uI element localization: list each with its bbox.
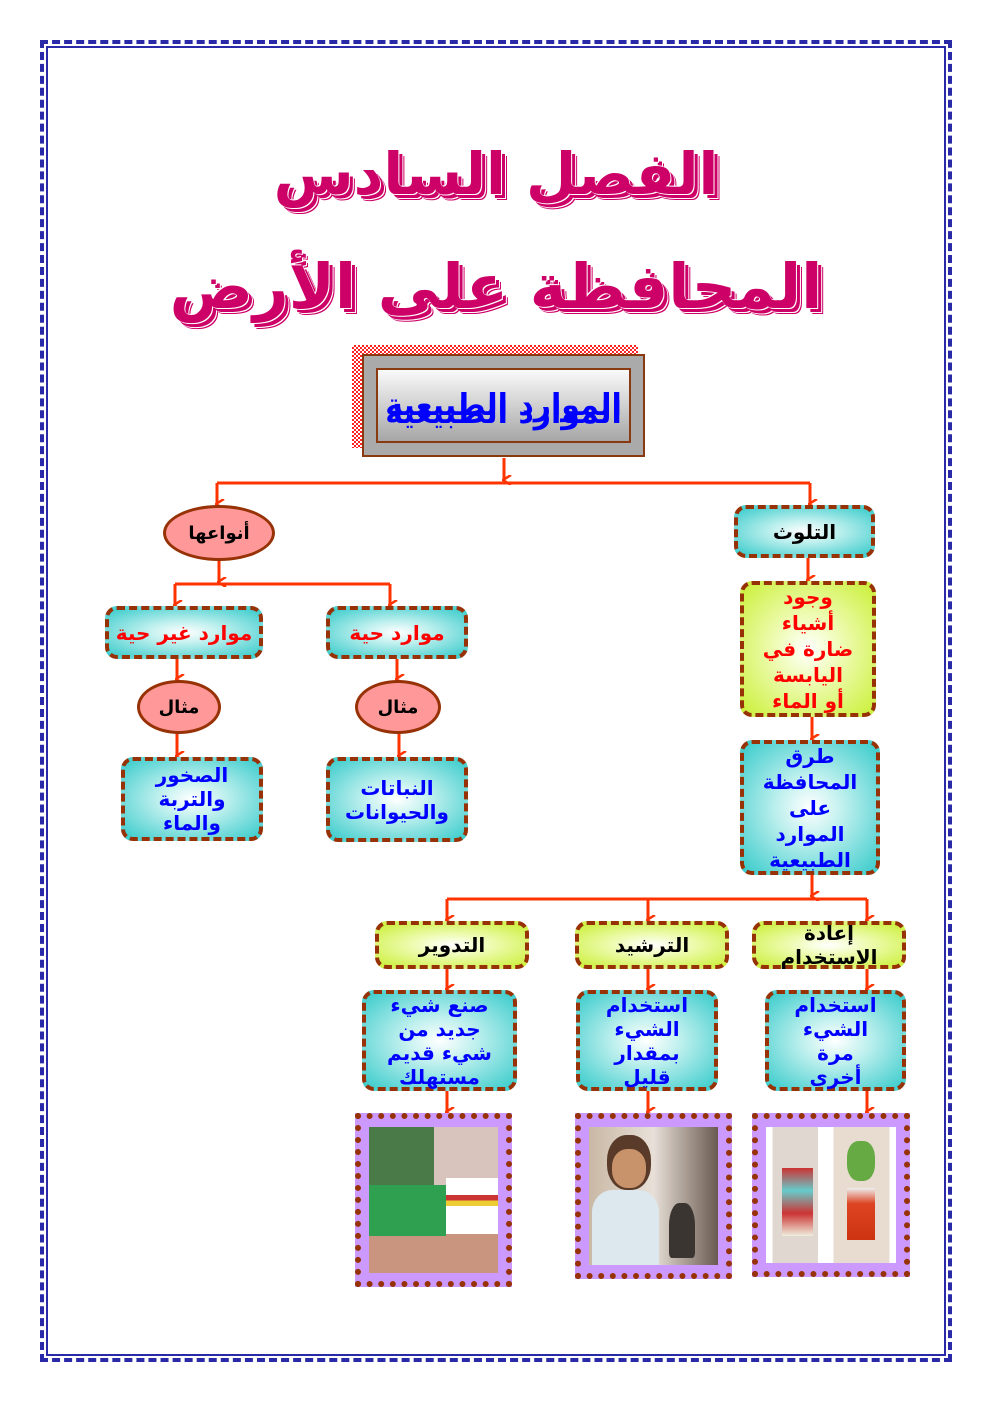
recycled-bottles-photo <box>355 1113 512 1287</box>
reduce-description-box: استخدام الشيء بمقدار قليل <box>576 990 718 1091</box>
reuse-description-box: استخدام الشيء مرة أخرى <box>765 990 906 1091</box>
lesson-title: المحافظة على الأرض <box>169 250 823 323</box>
nonliving-examples-box: الصخور والتربة والماء <box>121 757 263 841</box>
types-ellipse: أنواعها <box>163 505 275 561</box>
nonliving-resources-box: موارد غير حية <box>105 606 263 659</box>
chapter-title: الفصل السادس <box>273 140 719 208</box>
nonliving-example-ellipse: مثال <box>137 680 221 734</box>
conservation-methods-box: طرق المحافظة على الموارد الطبيعية <box>740 740 880 875</box>
page-border <box>40 40 952 1362</box>
reused-jars-photo <box>752 1113 910 1277</box>
recycle-description-box: صنع شيء جديد من شيء قديم مستهلك <box>362 990 517 1091</box>
main-concept-box: الموارد الطبيعية <box>362 354 645 457</box>
living-resources-box: موارد حية <box>326 606 468 659</box>
pollution-box: التلوث <box>734 505 875 558</box>
pollution-definition-box: وجود أشياء ضارة في اليابسة أو الماء <box>740 581 876 717</box>
reduce-box: الترشيد <box>575 921 729 969</box>
girl-brushing-teeth-photo <box>575 1113 732 1279</box>
living-example-ellipse: مثال <box>355 680 441 734</box>
recycle-box: التدوير <box>375 921 529 969</box>
main-concept-label: الموارد الطبيعية <box>385 388 622 423</box>
living-examples-box: النباتات والحيوانات <box>326 757 468 842</box>
reuse-box: إعادة الاستخدام <box>752 921 906 969</box>
